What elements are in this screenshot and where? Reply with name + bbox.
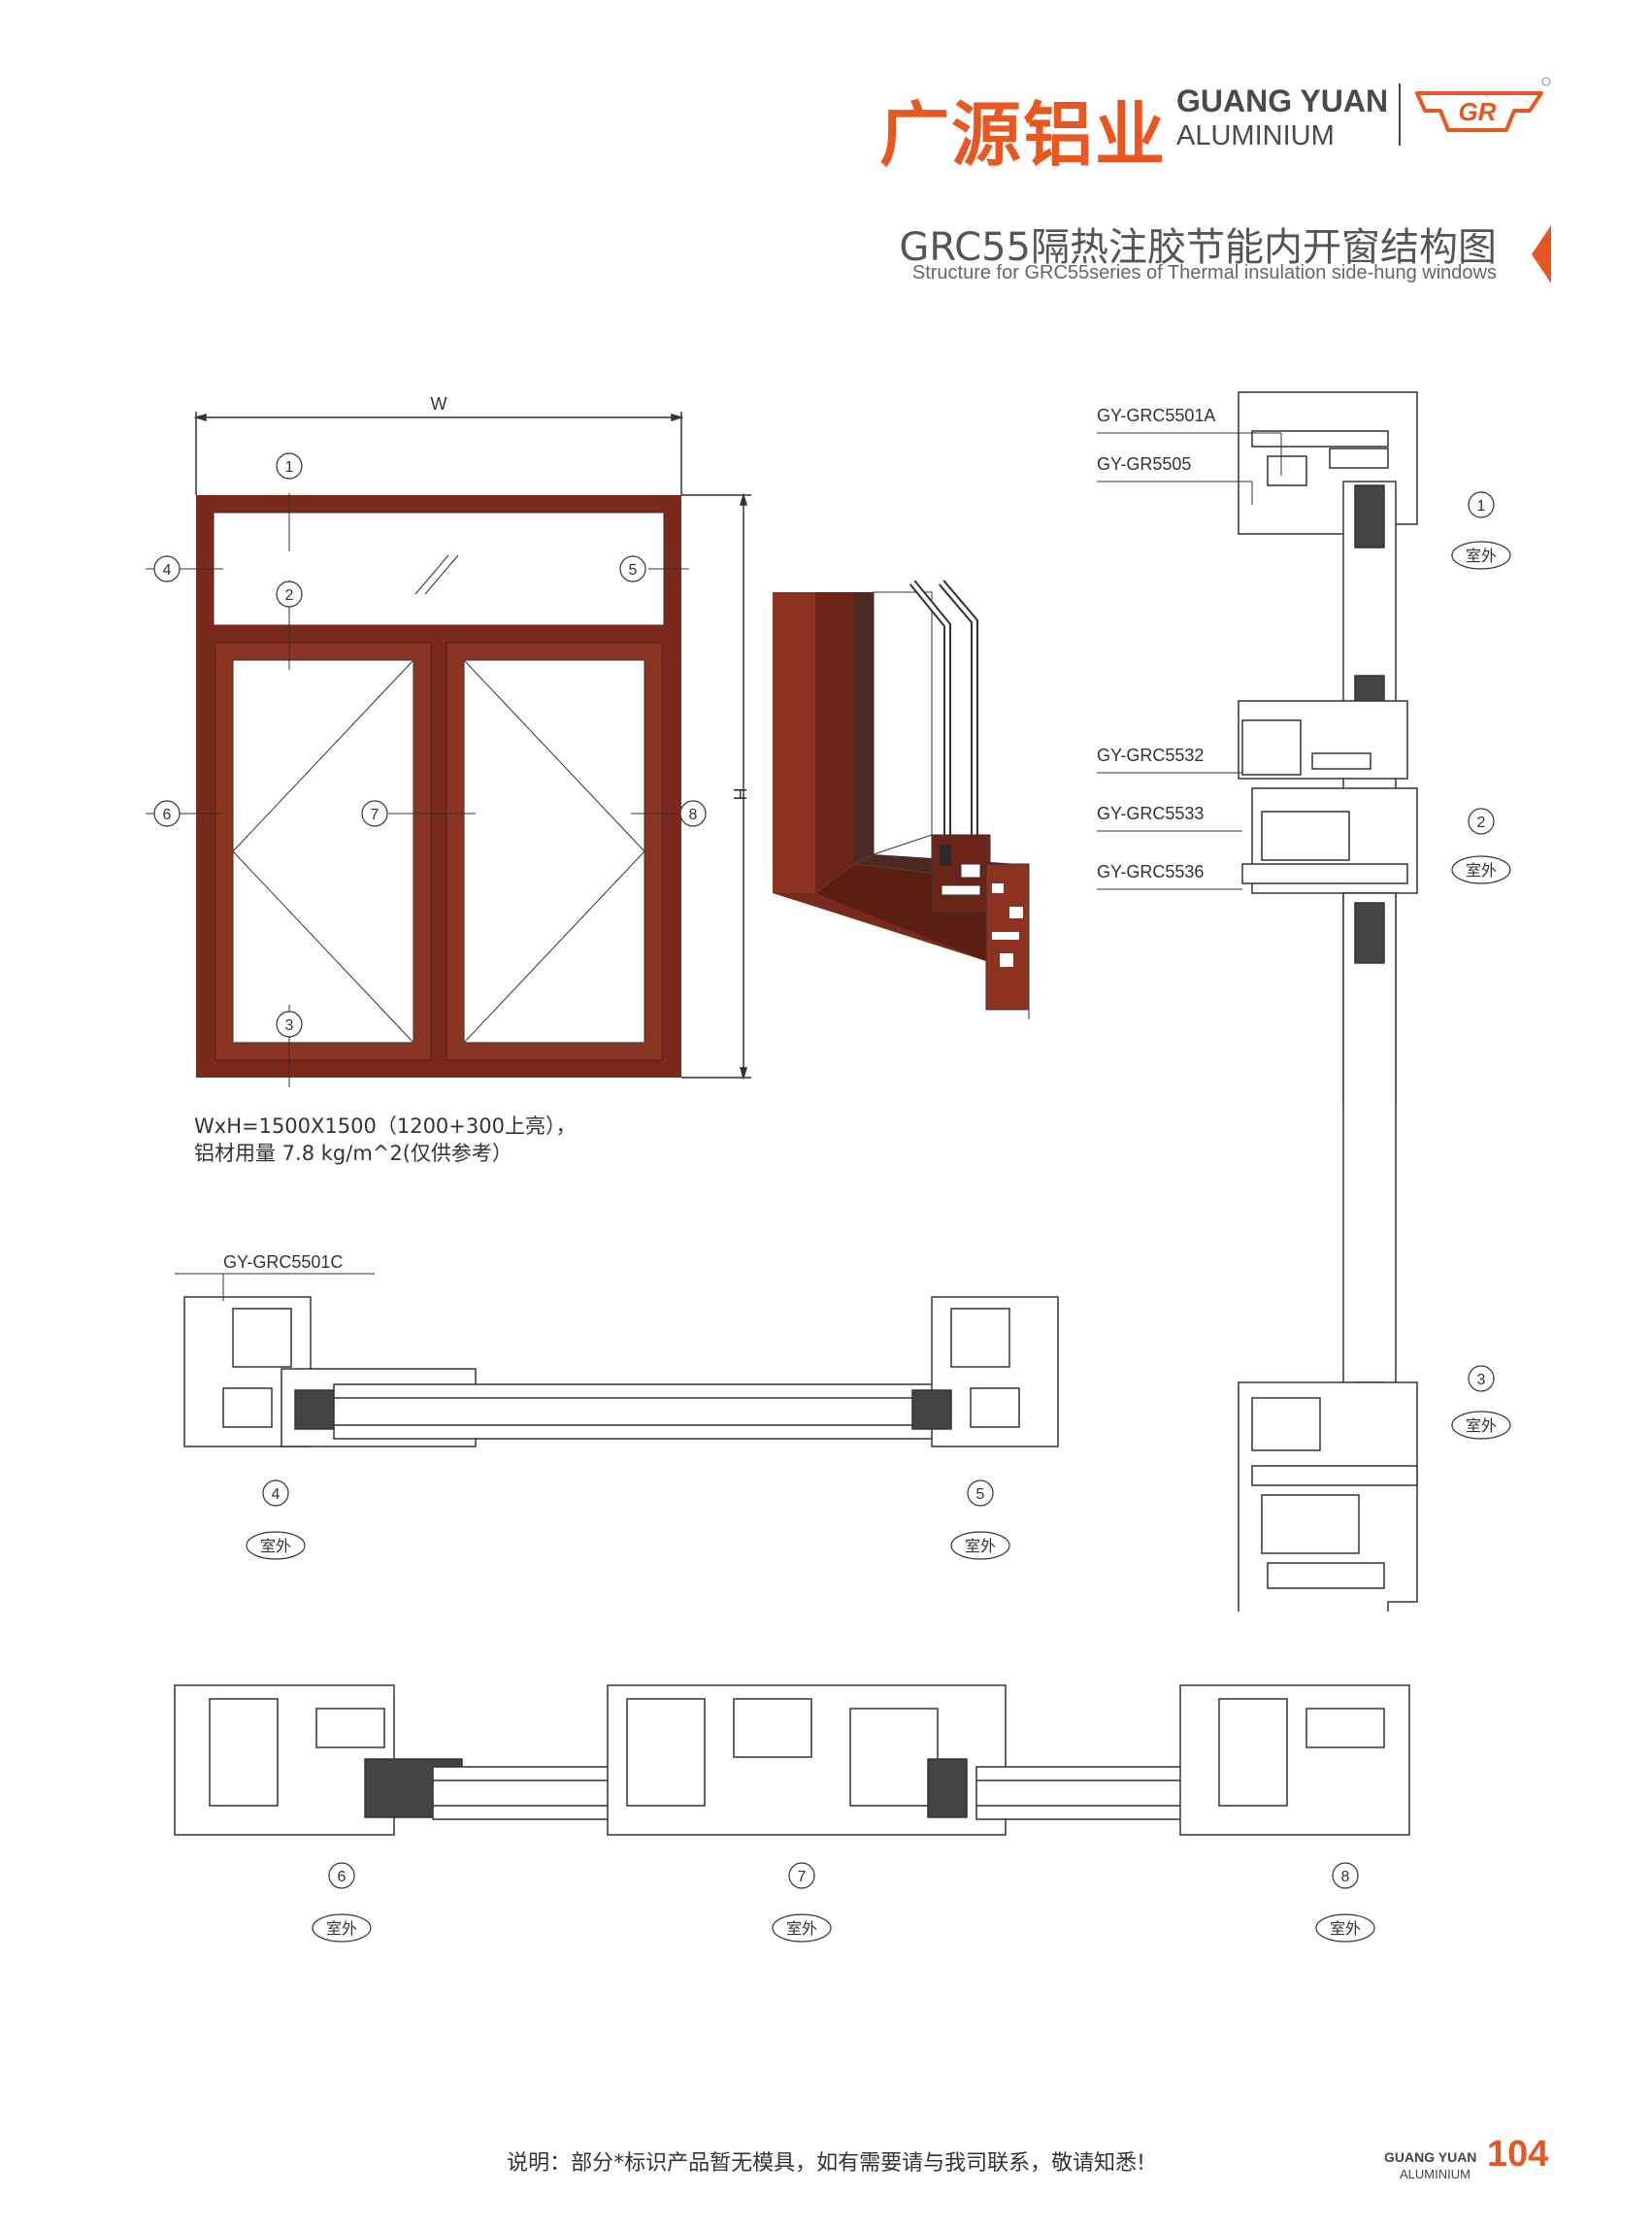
marker-2 [276,581,303,608]
width-label: W [431,394,447,414]
hsec-marker-8: 8 [1341,1869,1350,1885]
footer-brand-line1: GUANG YUAN [1384,2149,1477,2165]
spec-note-line1: WxH=1500X1500（1200+300上亮）， [194,1114,577,1138]
marker-8 [679,800,707,827]
hsec-marker-6: 6 [338,1869,347,1885]
hsec-outdoor-6: 室外 [326,1920,357,1938]
marker-7-label: 7 [371,807,380,823]
hsec-marker-7: 7 [798,1869,807,1885]
hsec-outdoor-5: 室外 [965,1538,996,1555]
spec-note-line2: 铝材用量 7.8 kg/m^2(仅供参考） [194,1142,512,1165]
marker-1-label: 1 [285,459,294,476]
footer-brand-line2: ALUMINIUM [1400,2167,1470,2181]
horizontal-section-sash: 6 室外 7 室外 8 室外 [174,1684,1410,1943]
footer-note: 说明：部分*标识产品暂无模具，如有需要请与我司联系，敬请知悉! [507,2151,1145,2176]
profile-label-5501a: GY-GRC5501A [1097,406,1215,425]
brand-name-en-line2: ALUMINIUM [1176,120,1335,151]
brand-name-en-line1: GUANG YUAN [1176,83,1389,118]
hsec-marker-5: 5 [976,1486,985,1503]
horizontal-section-transom: GY-GRC5501C 4 室外 5 室外 [175,1252,1059,1560]
vsec-marker-3: 3 [1477,1372,1486,1388]
page-subtitle: Structure for GRC55series of Thermal ins… [911,262,1497,283]
vsec-outdoor-1: 室外 [1466,548,1497,565]
hsec-outdoor-8: 室外 [1330,1920,1361,1938]
marker-8-label: 8 [689,807,698,823]
marker-7 [361,800,388,827]
title-arrow-icon [1532,225,1551,283]
profile-label-5533: GY-GRC5533 [1097,804,1204,823]
profile-label-5501c: GY-GRC5501C [223,1252,343,1272]
profile-label-5536: GY-GRC5536 [1097,862,1204,881]
marker-3-label: 3 [285,1017,294,1034]
hsec-outdoor-7: 室外 [786,1920,817,1938]
profile-label-5532: GY-GRC5532 [1097,746,1204,765]
vertical-section: GY-GRC5501A GY-GR5505 GY-GRC5532 GY-GRC5… [1097,391,1511,1612]
left-marker-overlay: 4 6 [153,555,194,827]
profile-label-5505: GY-GR5505 [1097,454,1191,474]
brand-logo: GR [1399,77,1551,146]
marker-4-left-label: 4 [163,562,172,579]
hsec-outdoor-4: 室外 [260,1538,291,1555]
marker-1 [276,452,303,480]
brand-name-cn: 广源铝业 [879,94,1168,176]
marker-6-left [153,800,181,827]
vsec-marker-2: 2 [1477,814,1486,831]
vsec-marker-1: 1 [1477,498,1486,515]
corner-section-render [773,580,1030,1019]
marker-5-label: 5 [629,562,638,579]
height-label: H [730,788,749,801]
page-number: 104 [1487,2134,1549,2175]
hsec-marker-4: 4 [272,1486,281,1503]
logo-text: GR [1459,97,1497,126]
marker-5 [619,555,646,582]
window-elevation: W H 1 2 3 4 5 6 7 [146,394,751,1087]
vsec-outdoor-3: 室外 [1466,1417,1497,1435]
marker-3 [276,1011,303,1038]
page-title: GRC55隔热注胶节能内开窗结构图 [899,225,1497,270]
marker-2-label: 2 [285,587,294,604]
vsec-outdoor-2: 室外 [1466,862,1497,880]
marker-4-left [153,555,181,582]
marker-6-left-label: 6 [163,807,172,823]
